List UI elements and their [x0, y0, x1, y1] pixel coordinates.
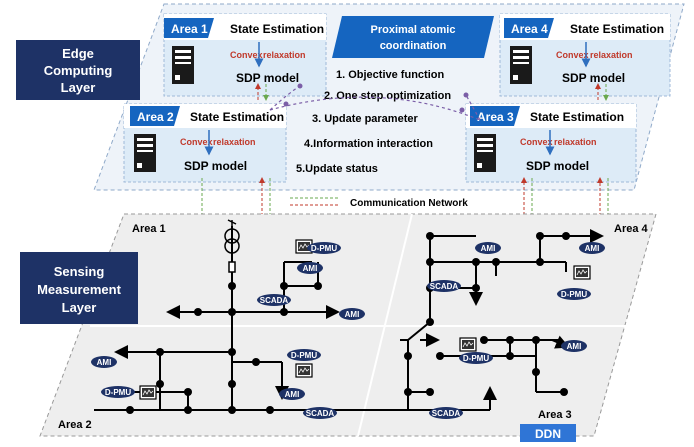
edge-label-line3: Layer [61, 80, 96, 95]
badge-ami: AMI [303, 264, 318, 273]
sensing-label-line2: Measurement [37, 282, 121, 297]
badge-ami: AMI [585, 244, 600, 253]
coordination-title-line2: coordination [380, 40, 447, 52]
area1-tag: Area 1 [171, 22, 208, 36]
area3-convex: Convex [520, 137, 553, 147]
area3-relaxation: relaxation [554, 137, 597, 147]
badge-dpmu: D-PMU [105, 388, 131, 397]
badge-scada: SCADA [430, 282, 459, 291]
area4-tag: Area 4 [511, 22, 548, 36]
edge-label-line1: Edge [62, 46, 94, 61]
communication-legend: Communication Network [290, 197, 468, 209]
ddn-box [520, 424, 576, 442]
edge-label-line2: Computing [44, 63, 113, 78]
area4-relaxation: relaxation [590, 50, 633, 60]
badge-ami: AMI [285, 390, 300, 399]
badge-scada: SCADA [432, 409, 461, 418]
badge-ami: AMI [481, 244, 496, 253]
area3-panel: Area 3 State Estimation Convex relaxatio… [465, 103, 637, 183]
area4-state-estimation: State Estimation [570, 22, 664, 36]
area3-server-icon [474, 134, 496, 172]
badge-dpmu: D-PMU [561, 290, 587, 299]
load-arrows [114, 229, 604, 404]
badge-scada: SCADA [260, 296, 289, 305]
area1-relaxation: relaxation [263, 50, 306, 60]
communication-network-label: Communication Network [350, 198, 468, 209]
sensing-divider-v [357, 213, 413, 437]
sensing-label-line1: Sensing [54, 264, 105, 279]
badge-ami: AMI [345, 310, 360, 319]
coordination-links [269, 83, 481, 121]
area2-server-icon [134, 134, 156, 172]
sensing-area1-label: Area 1 [132, 223, 166, 235]
area3-tag: Area 3 [477, 110, 514, 124]
area2-relaxation: relaxation [213, 137, 256, 147]
dpmu-icon [139, 385, 157, 400]
coordination-title-box [332, 16, 494, 58]
area2-state-estimation: State Estimation [190, 110, 284, 124]
badge-scada: SCADA [306, 409, 335, 418]
sensing-area3-label: Area 3 [538, 409, 572, 421]
area3-state-estimation: State Estimation [530, 110, 624, 124]
area1-server-icon [172, 46, 194, 84]
sensing-label-line3: Layer [62, 300, 97, 315]
transformer-icon [224, 219, 240, 273]
edge-computing-layer-label: Edge Computing Layer [16, 40, 140, 100]
badge-dpmu: D-PMU [311, 244, 337, 253]
area1-convex: Convex [230, 50, 263, 60]
area2-convex: Convex [180, 137, 213, 147]
area4-server-icon [510, 46, 532, 84]
area4-sdp-model: SDP model [562, 71, 625, 85]
measurement-badges: D-PMU AMI SCADA AMI AMI D-PMU D-PMU AMI … [91, 242, 605, 419]
area1-sdp-model: SDP model [236, 71, 299, 85]
dpmu-icon [573, 265, 591, 280]
dpmu-icon [459, 337, 477, 352]
coordination-title-line1: Proximal atomic [371, 24, 456, 36]
step-information-interaction: 4.Information interaction [304, 138, 433, 150]
area3-sdp-model: SDP model [526, 159, 589, 173]
badge-ami: AMI [567, 342, 582, 351]
area2-sdp-model: SDP model [184, 159, 247, 173]
area4-panel: Area 4 State Estimation Convex relaxatio… [499, 13, 671, 97]
step-objective-function: 1. Objective function [336, 69, 444, 81]
area1-panel: Area 1 State Estimation Convex relaxatio… [163, 13, 327, 97]
badge-dpmu: D-PMU [291, 351, 317, 360]
badge-ami: AMI [97, 358, 112, 367]
badge-dpmu: D-PMU [463, 354, 489, 363]
area4-convex: Convex [556, 50, 589, 60]
dpmu-icon [295, 363, 313, 378]
ddn-label: DDN [535, 427, 561, 441]
sensing-measurement-layer-label: Sensing Measurement Layer [20, 252, 138, 324]
area2-tag: Area 2 [137, 110, 174, 124]
bus-nodes [124, 232, 570, 414]
step-one-step-optimization: 2. One step optimization [324, 90, 451, 102]
area2-panel: Area 2 State Estimation Convex relaxatio… [123, 103, 287, 183]
step-update-status: 5.Update status [296, 163, 378, 175]
step-update-parameter: 3. Update parameter [312, 113, 418, 125]
area1-state-estimation: State Estimation [230, 22, 324, 36]
sensing-area2-label: Area 2 [58, 419, 92, 431]
coordination-block: Proximal atomic coordination 1. Objectiv… [296, 16, 494, 175]
sensing-area4-label: Area 4 [614, 223, 649, 235]
